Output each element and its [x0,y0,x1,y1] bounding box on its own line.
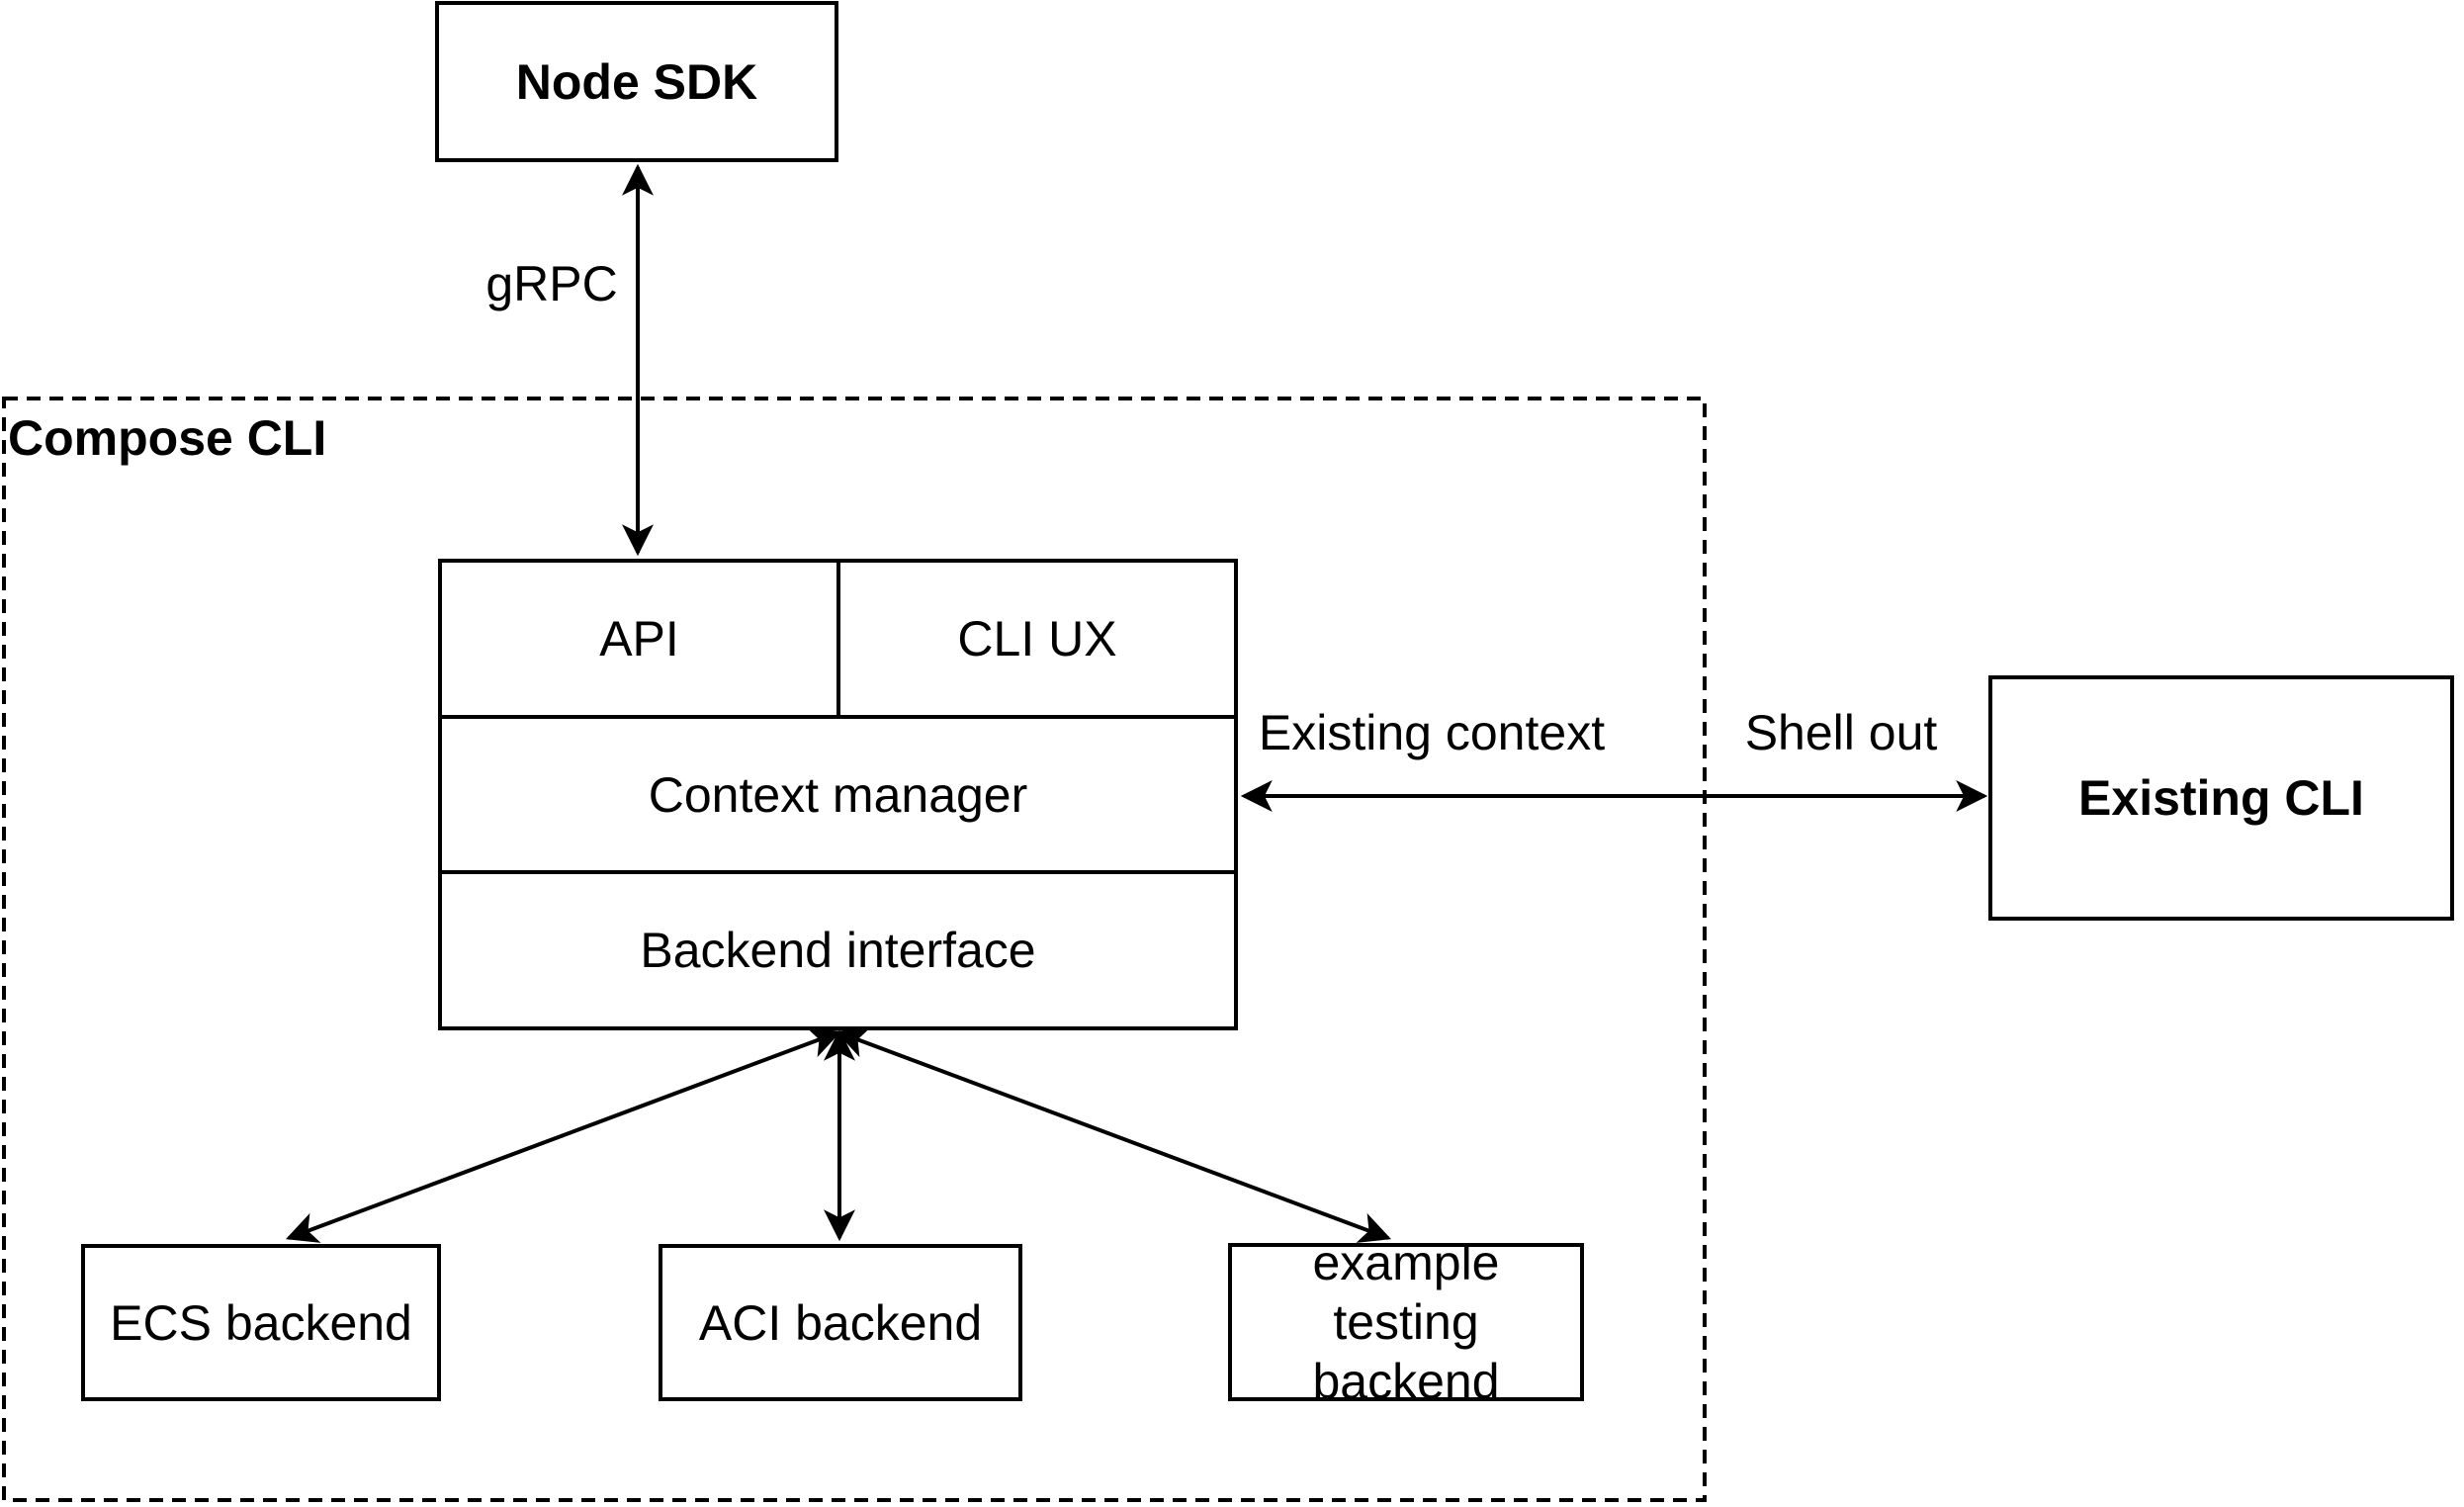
compose-cli-dashed-border [2,397,1707,1502]
context-manager-label: Context manager [648,766,1028,823]
example-testing-backend-label: example testing backend [1312,1235,1500,1409]
backend-interface-box: Backend interface [442,874,1234,1026]
ecs-backend-arrow [286,1027,841,1243]
node-sdk-label: Node SDK [515,53,758,110]
cli-ux-box: CLI UX [840,563,1234,715]
node-sdk-box: Node SDK [435,1,838,162]
shell-out-edge-label: Shell out [1744,705,1938,760]
api-box: API [442,563,840,715]
ecs-backend-box: ECS backend [81,1244,441,1401]
example-testing-backend-box: example testing backend [1228,1235,1584,1409]
ecs-backend-label: ECS backend [110,1294,412,1351]
existing-context-edge-label: Existing context [1258,705,1606,760]
api-cliux-row: API CLI UX [442,563,1234,719]
cli-ux-label: CLI UX [957,610,1117,666]
existing-cli-label: Existing CLI [2078,770,2364,826]
compose-cli-core-box: API CLI UX Context manager Backend inter… [438,559,1238,1030]
context-manager-box: Context manager [442,719,1234,875]
aci-backend-label: ACI backend [698,1294,983,1351]
existing-cli-box: Existing CLI [1988,675,2454,921]
backend-interface-label: Backend interface [640,923,1036,979]
example-backend-arrow [836,1027,1391,1243]
aci-backend-box: ACI backend [659,1244,1022,1401]
grpc-edge-label: gRPC [485,256,618,311]
compose-cli-label: Compose CLI [8,410,327,466]
api-label: API [599,610,679,666]
